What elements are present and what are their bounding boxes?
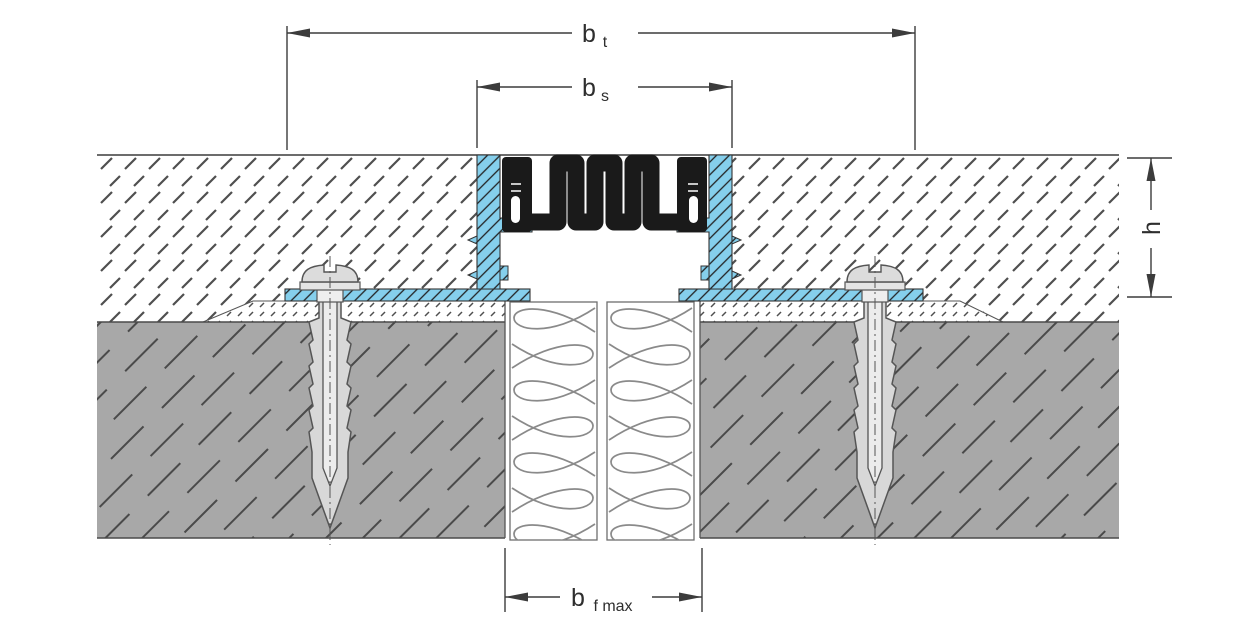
mineral-wool-right [606,301,695,541]
anchoring-flange-left [284,288,531,302]
dimension-h [1127,157,1172,298]
insert-foot-notch-right [689,196,698,223]
arrowhead-left-icon [505,592,528,602]
rail-fin-right-lower [731,270,743,280]
mineral-wool-left [509,301,598,541]
dimension-bs [476,80,733,148]
insert-foot-right [677,157,707,232]
insert-bellows [503,154,706,231]
dimension-bt [286,26,916,150]
insert-foot-left [502,157,532,232]
arrowhead-left-icon [477,82,500,92]
insert-foot-notch-left [511,196,520,223]
dimension-bf-max [504,548,703,612]
arrowhead-right-icon [709,82,732,92]
arrowhead-up-icon [1146,158,1156,181]
arrowhead-down-icon [1146,274,1156,297]
elastomer-insert [502,154,707,232]
bf-label: b [571,584,585,612]
mortar-bed-right [699,300,1004,323]
bt-label: b [582,20,596,48]
insert-foot-ridges [511,183,698,192]
rail-fin-left-upper [466,235,478,245]
rail-fin-right-upper [731,235,743,245]
bs-label: b [582,74,596,102]
bs-label-sub: s [601,88,609,105]
arrowhead-left-icon [287,28,310,38]
rail-hook-right [700,265,710,281]
h-label: h [1138,221,1166,235]
rail-hook-left [499,265,509,281]
mortar-bed-left [202,300,506,323]
arrowhead-right-icon [892,28,915,38]
rail-fin-left-lower [466,270,478,280]
arrowhead-right-icon [679,592,702,602]
bf-label-sub: f max [593,598,632,615]
bt-label-sub: t [603,34,608,51]
